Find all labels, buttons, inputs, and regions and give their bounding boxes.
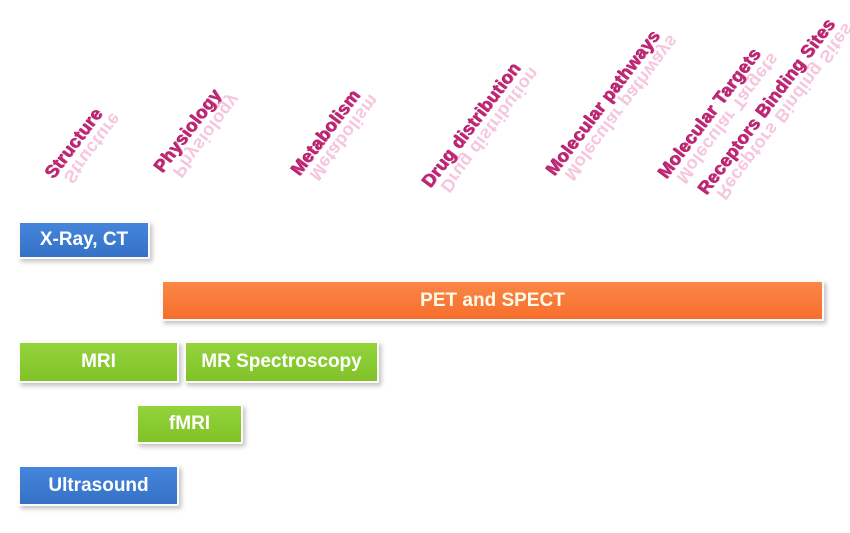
capability-label-metabolism: Metabolism Metabolism: [287, 85, 383, 184]
bar-label: MR Spectroscopy: [201, 351, 362, 372]
bar-label: fMRI: [168, 413, 211, 434]
capability-label-text: Molecular pathways: [542, 26, 665, 180]
bar-label: Ultrasound: [48, 474, 149, 496]
capability-label-physiology: Physiology Physiology: [150, 85, 244, 181]
bar-mri: MRI: [18, 341, 179, 383]
bar-pet-and-spect: PET and SPECT: [161, 280, 824, 321]
bar-label: PET and SPECT: [420, 289, 565, 311]
bar-xray-ct: X-Ray, CT: [18, 221, 150, 259]
capability-label-molecular-pathways: Molecular pathways Molecular pathways: [542, 26, 683, 184]
bar-fmri: fMRI: [136, 404, 243, 444]
bar-ultrasound: Ultrasound: [18, 465, 179, 506]
bar-mr-spectroscopy: MR Spectroscopy: [184, 341, 379, 383]
bar-label: MRI: [81, 351, 116, 372]
capability-label-structure: Structure Structure: [41, 104, 125, 187]
capability-label-drug-distribution: Drug distribution Drug distribution: [418, 58, 543, 196]
bar-label: X-Ray, CT: [39, 229, 129, 250]
